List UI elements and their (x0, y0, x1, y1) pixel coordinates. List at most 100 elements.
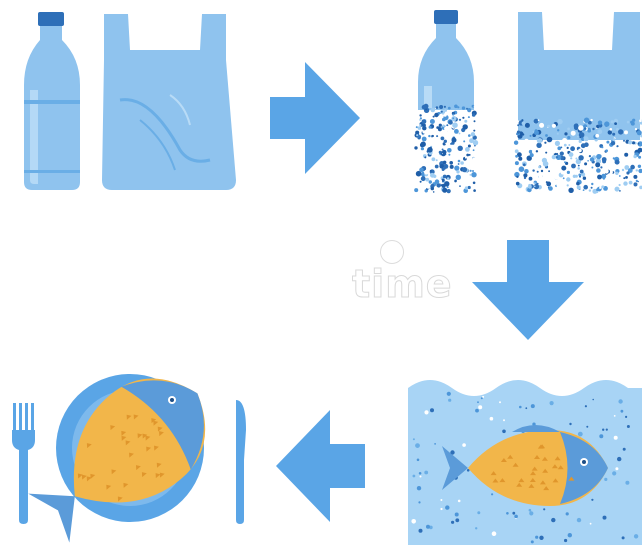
microplastic-particle (435, 165, 439, 169)
microplastic-particle (435, 149, 437, 151)
microplastic-particle (534, 119, 539, 124)
microplastic-particle (604, 164, 608, 168)
microplastic-particle (477, 401, 479, 403)
microplastic-particle (468, 186, 471, 189)
microplastic-particle (624, 153, 628, 157)
microplastic-particle (548, 186, 553, 191)
microplastic-particle (604, 121, 609, 126)
microplastic-particle (441, 111, 443, 113)
microplastic-particle (473, 130, 475, 132)
microplastic-particle (432, 155, 434, 157)
microplastic-particle (417, 459, 420, 462)
microplastic-particle (443, 167, 446, 170)
microplastic-particle (530, 135, 532, 137)
microplastic-particle (424, 156, 426, 158)
microplastic-particle (436, 159, 438, 161)
microplastic-particle (441, 137, 445, 141)
microplastic-particle (442, 184, 446, 188)
microplastic-particle (627, 425, 630, 428)
microplastic-particle (611, 141, 615, 145)
microplastic-particle (539, 536, 543, 540)
microplastic-particle (578, 155, 583, 160)
microplastic-particle (567, 184, 569, 186)
microplastic-particle (636, 169, 638, 171)
microplastic-particle (611, 120, 614, 123)
microplastic-particle (569, 152, 574, 157)
microplastic-particle (516, 176, 518, 178)
microplastic-particle (552, 150, 556, 154)
microplastic-particle (468, 162, 471, 165)
microplastic-particle (514, 141, 518, 145)
microplastic-particle (518, 157, 522, 161)
microplastic-particle (579, 137, 581, 139)
microplastic-particle (577, 136, 579, 138)
microplastic-particle (566, 512, 569, 515)
ocean-with-microplastics (408, 380, 642, 545)
microplastic-particle (424, 410, 428, 414)
microplastic-particle (562, 138, 567, 143)
microplastic-particle (570, 146, 575, 151)
microplastic-particle (445, 505, 449, 509)
microplastic-particle (613, 157, 615, 159)
microplastic-particle (443, 161, 447, 165)
microplastic-particle (614, 122, 617, 125)
microplastic-particle (592, 128, 594, 130)
microplastic-particle (584, 136, 589, 141)
microplastic-particle (601, 146, 603, 148)
microplastic-particle (569, 423, 571, 425)
microplastic-particle (557, 133, 559, 135)
microplastic-particle (465, 157, 467, 159)
microplastic-particle (625, 176, 628, 179)
microplastic-particle (474, 120, 476, 122)
microplastic-particle (516, 182, 520, 186)
microplastic-particle (548, 170, 550, 172)
microplastic-particle (638, 156, 641, 159)
microplastic-particle (443, 113, 446, 116)
microplastic-particle (444, 169, 448, 173)
arrow-left-icon (276, 410, 365, 522)
microplastic-particle (615, 160, 620, 165)
microplastic-particle (453, 161, 455, 163)
microplastic-particle (583, 189, 585, 191)
microplastic-particle (475, 527, 477, 529)
microplastic-particle (458, 500, 461, 503)
microplastic-particle (430, 408, 434, 412)
microplastic-particle (454, 186, 456, 188)
microplastic-particle (529, 150, 533, 154)
microplastic-particle (418, 126, 422, 130)
microplastic-particle (552, 155, 556, 159)
microplastic-particle (468, 157, 470, 159)
microplastic-particle (435, 179, 440, 184)
microplastic-particle (623, 189, 625, 191)
microplastic-particle (433, 116, 435, 118)
microplastic-particle (596, 191, 598, 193)
microplastic-particle (580, 170, 584, 174)
microplastic-particle (619, 175, 621, 177)
microplastic-particle (610, 171, 613, 174)
microplastic-particle (574, 126, 579, 131)
microplastic-particle (418, 501, 420, 503)
microplastic-particle (639, 119, 642, 122)
microplastic-particle (614, 436, 618, 440)
microplastic-particle (524, 169, 529, 174)
microplastic-particle (555, 141, 560, 146)
microplastic-particle (567, 127, 570, 130)
microplastic-particle (612, 471, 616, 475)
microplastic-particle (451, 521, 454, 524)
microplastic-particle (532, 151, 534, 153)
microplastic-particle (632, 141, 635, 144)
microplastic-particle (422, 137, 427, 142)
microplastic-particle (454, 105, 458, 109)
microplastic-particle (605, 149, 608, 152)
microplastic-particle (502, 430, 506, 434)
microplastic-particle (589, 179, 592, 182)
microplastic-particle (591, 167, 593, 169)
microplastic-particle (621, 410, 624, 413)
microplastic-particle (590, 157, 594, 161)
microplastic-particle (430, 170, 432, 172)
microplastic-particle (578, 432, 583, 437)
microplastic-particle (426, 185, 430, 189)
microplastic-particle (470, 170, 472, 172)
microplastic-particle (567, 136, 570, 139)
microplastic-particle (512, 512, 515, 515)
